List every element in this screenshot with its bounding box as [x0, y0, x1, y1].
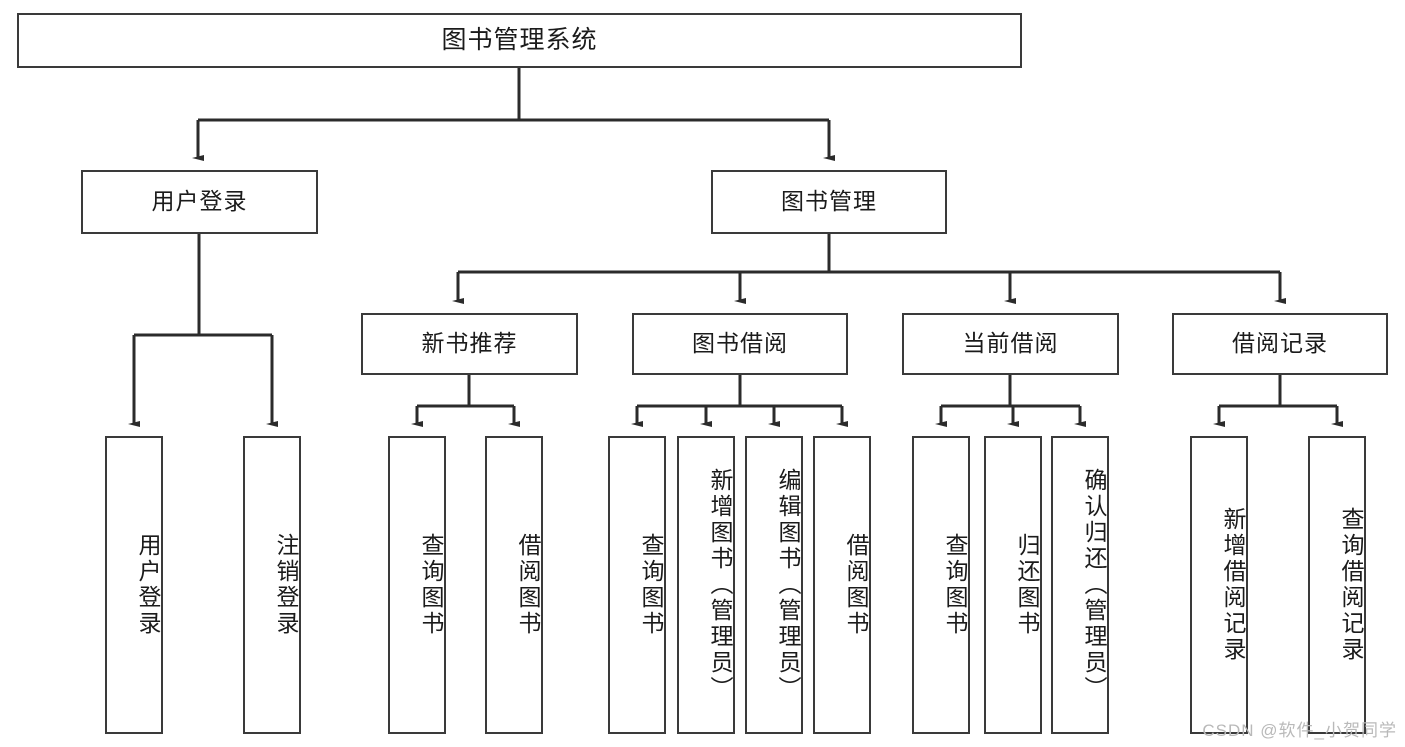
node-label: 新书推荐 — [421, 330, 518, 357]
node-label: 查询图书 — [638, 533, 664, 637]
leaf-node-query-book-newbook[interactable]: 查询图书 — [388, 436, 446, 734]
node-label: 当前借阅 — [962, 330, 1059, 357]
leaf-node-add-borrow-record[interactable]: 新增借阅记录 — [1190, 436, 1248, 734]
node-label: 新增图书（管理员） — [707, 468, 733, 702]
node-label: 归还图书 — [1014, 533, 1040, 637]
node-new-book-recommendation[interactable]: 新书推荐 — [361, 313, 578, 375]
leaf-node-query-book-borrow[interactable]: 查询图书 — [608, 436, 666, 734]
leaf-node-add-book-admin[interactable]: 新增图书（管理员） — [677, 436, 735, 734]
node-label: 图书管理系统 — [441, 25, 598, 54]
node-label: 借阅图书 — [843, 533, 869, 637]
node-label: 新增借阅记录 — [1220, 507, 1246, 663]
node-borrowing-record[interactable]: 借阅记录 — [1172, 313, 1388, 375]
node-book-borrowing[interactable]: 图书借阅 — [632, 313, 848, 375]
leaf-node-user-logout[interactable]: 注销登录 — [243, 436, 301, 734]
leaf-node-confirm-return-admin[interactable]: 确认归还（管理员） — [1051, 436, 1109, 734]
node-label: 查询图书 — [418, 533, 444, 637]
leaf-node-edit-book-admin[interactable]: 编辑图书（管理员） — [745, 436, 803, 734]
node-label: 查询借阅记录 — [1338, 507, 1364, 663]
node-label: 注销登录 — [273, 533, 299, 637]
leaf-node-borrow-book-newbook[interactable]: 借阅图书 — [485, 436, 543, 734]
node-label: 图书借阅 — [692, 330, 788, 357]
node-book-management-system[interactable]: 图书管理系统 — [17, 13, 1022, 68]
node-label: 查询图书 — [942, 533, 968, 637]
node-label: 借阅图书 — [515, 533, 541, 637]
leaf-node-return-book[interactable]: 归还图书 — [984, 436, 1042, 734]
node-label: 确认归还（管理员） — [1081, 468, 1107, 702]
node-label: 图书管理 — [781, 188, 877, 215]
node-current-borrowing[interactable]: 当前借阅 — [902, 313, 1119, 375]
leaf-node-borrow-book[interactable]: 借阅图书 — [813, 436, 871, 734]
leaf-node-query-book-current[interactable]: 查询图书 — [912, 436, 970, 734]
watermark-text: CSDN @软件_小贺同学 — [1202, 721, 1397, 740]
node-label: 借阅记录 — [1232, 330, 1328, 357]
node-user-login[interactable]: 用户登录 — [81, 170, 318, 234]
node-book-management[interactable]: 图书管理 — [711, 170, 947, 234]
node-label: 编辑图书（管理员） — [775, 468, 801, 702]
leaf-node-user-login[interactable]: 用户登录 — [105, 436, 163, 734]
node-label: 用户登录 — [151, 188, 248, 215]
leaf-node-query-borrow-record[interactable]: 查询借阅记录 — [1308, 436, 1366, 734]
node-label: 用户登录 — [135, 533, 161, 637]
